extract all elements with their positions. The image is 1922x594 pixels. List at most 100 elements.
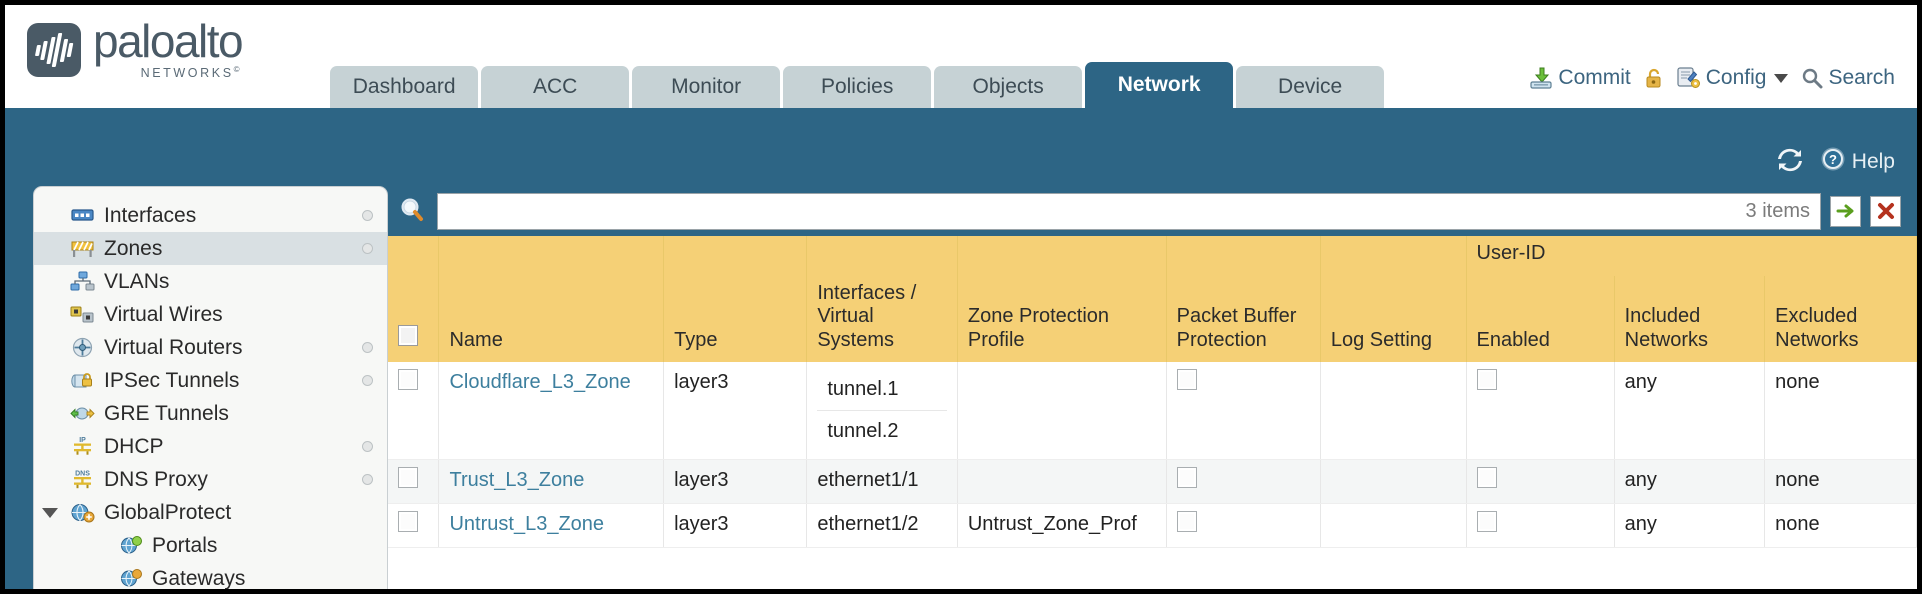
sidebar-item-gateways[interactable]: Gateways bbox=[34, 562, 387, 589]
zone-name-link[interactable]: Cloudflare_L3_Zone bbox=[449, 371, 631, 394]
row-select-checkbox[interactable] bbox=[398, 511, 418, 533]
sidebar-item-label: Virtual Routers bbox=[104, 335, 243, 359]
col-header-excluded-networks[interactable]: Excluded Networks bbox=[1764, 275, 1917, 363]
table-row[interactable]: Untrust_L3_Zone layer3 ethernet1/2 Untru… bbox=[388, 503, 1917, 549]
gre-tunnels-icon bbox=[70, 403, 95, 424]
refresh-icon[interactable] bbox=[1776, 147, 1804, 178]
col-header-zone-protection-profile[interactable]: Zone Protection Profile bbox=[957, 275, 1167, 363]
magnifier-icon bbox=[1801, 67, 1823, 89]
row-select-checkbox[interactable] bbox=[398, 369, 418, 391]
network-sidebar: Interfaces Zones bbox=[33, 186, 388, 589]
sidebar-item-virtual-wires[interactable]: Virtual Wires bbox=[34, 298, 387, 331]
cell-log-setting bbox=[1320, 459, 1467, 505]
sidebar-item-label: Virtual Wires bbox=[104, 302, 223, 326]
packet-buffer-protection-checkbox[interactable] bbox=[1176, 467, 1197, 489]
help-button[interactable]: ? Help bbox=[1820, 146, 1895, 178]
col-header-log-setting[interactable]: Log Setting bbox=[1320, 275, 1467, 363]
userid-enabled-checkbox[interactable] bbox=[1476, 467, 1497, 489]
packet-buffer-protection-checkbox[interactable] bbox=[1176, 511, 1197, 533]
config-wrench-icon bbox=[1677, 66, 1701, 90]
items-count-label: 3 items bbox=[1745, 199, 1810, 222]
zone-name-link[interactable]: Untrust_L3_Zone bbox=[449, 513, 605, 536]
tab-policies[interactable]: Policies bbox=[783, 66, 932, 108]
tab-objects[interactable]: Objects bbox=[934, 66, 1083, 108]
magnifier-icon[interactable] bbox=[398, 196, 428, 226]
header-actions: Commit bbox=[1529, 66, 1895, 90]
col-header-type[interactable]: Type bbox=[663, 275, 808, 363]
col-header-interfaces[interactable]: Interfaces / Virtual Systems bbox=[806, 275, 958, 363]
cell-excluded-networks: none bbox=[1764, 503, 1917, 549]
search-input[interactable]: 3 items bbox=[437, 192, 1821, 230]
sidebar-item-portals[interactable]: Portals bbox=[34, 529, 387, 562]
cell-userid-enabled[interactable] bbox=[1466, 503, 1615, 549]
red-x-clear-icon bbox=[1877, 203, 1894, 219]
select-all-checkbox[interactable] bbox=[398, 324, 418, 346]
sidebar-item-virtual-routers[interactable]: Virtual Routers bbox=[34, 331, 387, 364]
tab-network[interactable]: Network bbox=[1085, 62, 1234, 108]
sidebar-item-globalprotect[interactable]: GlobalProtect bbox=[34, 496, 387, 529]
cell-zone-name[interactable]: Untrust_L3_Zone bbox=[438, 503, 665, 549]
cell-zone-name[interactable]: Trust_L3_Zone bbox=[438, 459, 665, 505]
apply-filter-button[interactable] bbox=[1830, 195, 1861, 227]
vlans-icon bbox=[70, 271, 95, 292]
sidebar-status-dot bbox=[362, 375, 373, 386]
search-button[interactable]: Search bbox=[1801, 66, 1895, 90]
col-header-name[interactable]: Name bbox=[438, 275, 665, 363]
sidebar-item-dhcp[interactable]: IP DHCP bbox=[34, 430, 387, 463]
zones-filter-toolbar: 3 items bbox=[388, 186, 1917, 236]
sidebar-item-vlans[interactable]: VLANs bbox=[34, 265, 387, 298]
tab-device[interactable]: Device bbox=[1236, 66, 1385, 108]
sidebar-item-gre-tunnels[interactable]: GRE Tunnels bbox=[34, 397, 387, 430]
clear-filter-button[interactable] bbox=[1870, 195, 1901, 227]
sidebar-status-dot bbox=[362, 441, 373, 452]
zone-name-link[interactable]: Trust_L3_Zone bbox=[449, 469, 585, 492]
row-select-checkbox[interactable] bbox=[398, 467, 418, 489]
commit-label: Commit bbox=[1558, 66, 1631, 89]
col-header-packet-buffer-protection[interactable]: Packet Buffer Protection bbox=[1166, 275, 1321, 363]
cell-packet-buffer-protection[interactable] bbox=[1166, 362, 1321, 461]
tab-monitor[interactable]: Monitor bbox=[632, 66, 781, 108]
cell-zone-name[interactable]: Cloudflare_L3_Zone bbox=[438, 362, 665, 461]
cell-packet-buffer-protection[interactable] bbox=[1166, 459, 1321, 505]
table-row[interactable]: Trust_L3_Zone layer3 ethernet1/1 any non… bbox=[388, 459, 1917, 505]
userid-enabled-checkbox[interactable] bbox=[1476, 511, 1497, 533]
packet-buffer-protection-checkbox[interactable] bbox=[1176, 369, 1197, 391]
globalprotect-icon bbox=[70, 502, 95, 523]
brand-name: paloalto bbox=[93, 15, 244, 68]
paloalto-logo: paloalto NETWORKS© bbox=[27, 15, 244, 80]
col-header-included-networks[interactable]: Included Networks bbox=[1614, 275, 1766, 363]
sidebar-item-label: Interfaces bbox=[104, 203, 197, 227]
brand-sub-text: NETWORKS bbox=[140, 66, 234, 80]
userid-enabled-checkbox[interactable] bbox=[1476, 369, 1497, 391]
group-header-userid: User-ID bbox=[1466, 236, 1917, 276]
cell-included-networks: any bbox=[1614, 362, 1766, 461]
cell-packet-buffer-protection[interactable] bbox=[1166, 503, 1321, 549]
help-label: Help bbox=[1851, 150, 1895, 173]
sub-header-bar: ? Help bbox=[5, 108, 1917, 186]
sidebar-item-dns-proxy[interactable]: DNS DNS Proxy bbox=[34, 463, 387, 496]
commit-button[interactable]: Commit bbox=[1529, 66, 1631, 90]
cell-zone-protection-profile: Untrust_Zone_Prof bbox=[957, 503, 1167, 549]
table-row[interactable]: Cloudflare_L3_Zone layer3 tunnel.1 tunne… bbox=[388, 362, 1917, 461]
cell-userid-enabled[interactable] bbox=[1466, 362, 1615, 461]
tab-dashboard[interactable]: Dashboard bbox=[330, 66, 479, 108]
cell-zone-type: layer3 bbox=[663, 503, 808, 549]
main-nav-tabs: Dashboard ACC Monitor Policies Objects N… bbox=[330, 62, 1385, 108]
search-label: Search bbox=[1828, 66, 1895, 89]
app-body: Interfaces Zones bbox=[5, 186, 1917, 589]
config-menu[interactable]: Config bbox=[1677, 66, 1789, 90]
padlock-icon[interactable] bbox=[1644, 67, 1664, 89]
sidebar-item-zones[interactable]: Zones bbox=[34, 232, 387, 265]
col-header-userid-enabled[interactable]: Enabled bbox=[1466, 275, 1615, 363]
sidebar-item-ipsec-tunnels[interactable]: IPSec Tunnels bbox=[34, 364, 387, 397]
dns-proxy-icon: DNS bbox=[70, 469, 95, 490]
cell-userid-enabled[interactable] bbox=[1466, 459, 1615, 505]
sidebar-item-label: Portals bbox=[152, 533, 218, 557]
sidebar-item-interfaces[interactable]: Interfaces bbox=[34, 199, 387, 232]
select-all-header[interactable] bbox=[388, 275, 440, 363]
tab-acc[interactable]: ACC bbox=[481, 66, 630, 108]
sidebar-status-dot bbox=[362, 243, 373, 254]
brand-sub: NETWORKS© bbox=[93, 65, 242, 80]
chevron-expand-icon[interactable] bbox=[42, 507, 58, 518]
